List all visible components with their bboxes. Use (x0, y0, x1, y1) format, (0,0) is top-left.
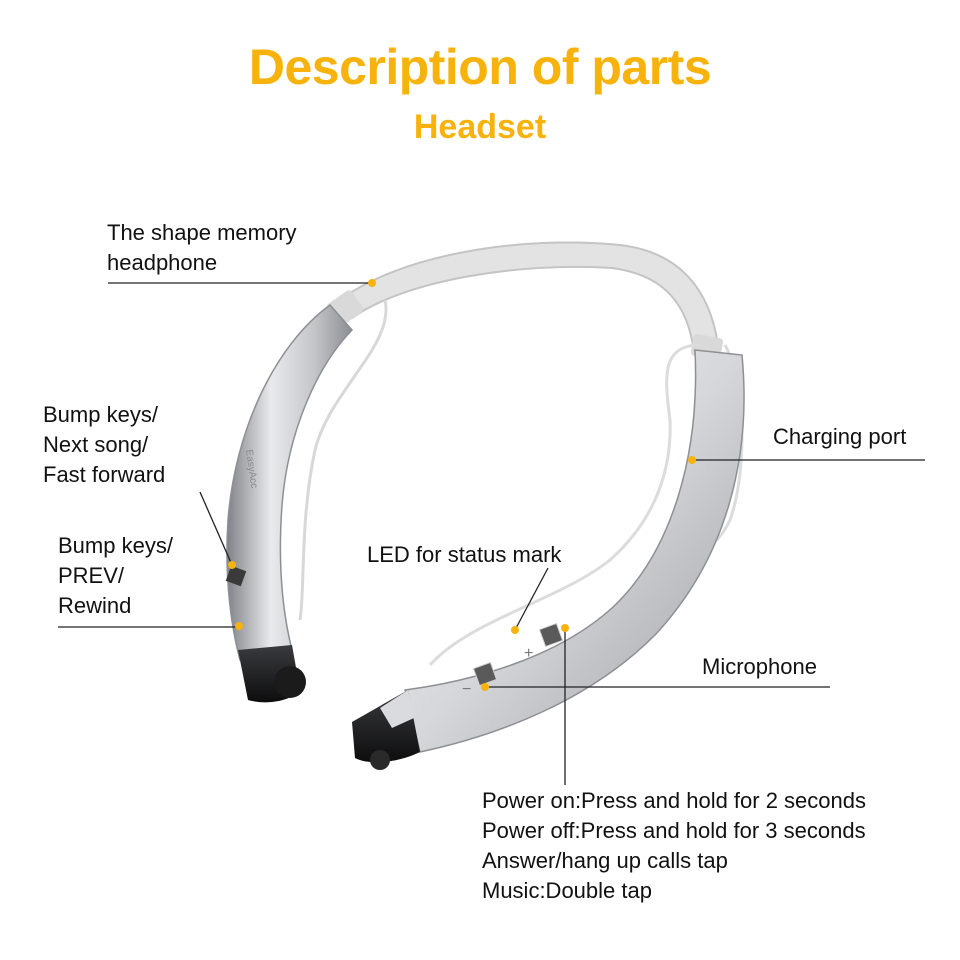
label-line: Bump keys/ (58, 533, 173, 558)
right-cable (428, 343, 701, 666)
volume-down-key (472, 661, 498, 687)
label-line: The shape memory (107, 220, 297, 245)
label-charging: Charging port (773, 424, 907, 449)
right-arm-tip-silver (380, 690, 414, 728)
callout-lines (58, 282, 925, 785)
label-bump-next: Bump keys/ Next song/ Fast forward (43, 400, 165, 490)
dot-power (561, 624, 569, 632)
label-microphone: Microphone (702, 654, 817, 679)
volume-up-key (538, 622, 564, 648)
left-cable (298, 299, 388, 621)
callout-line-led (514, 567, 549, 631)
label-line: Rewind (58, 593, 132, 618)
dot-charging (688, 456, 696, 464)
right-earbud (370, 750, 390, 770)
label-bump-prev: Bump keys/ PREV/ Rewind (58, 531, 173, 621)
label-line: PREV/ (58, 563, 125, 588)
left-earbud-arm (226, 303, 354, 661)
instruction-line: Power on:Press and hold for 2 seconds (482, 788, 867, 813)
callout-line-bump-next (199, 491, 233, 566)
dot-bump-next (228, 561, 236, 569)
left-bump-key (225, 565, 247, 587)
label-shape-memory: The shape memory headphone (107, 218, 297, 278)
label-line: headphone (107, 250, 218, 275)
minus-symbol: − (462, 681, 471, 698)
instruction-line: Power off:Press and hold for 3 seconds (482, 818, 866, 843)
label-power-instructions: Power on:Press and hold for 2 seconds Po… (482, 786, 866, 906)
callout-dots (228, 279, 696, 691)
neck-band (338, 241, 720, 354)
label-led: LED for status mark (367, 542, 562, 567)
dot-led (511, 626, 519, 634)
left-earbud (274, 666, 306, 698)
brand-text: EasyAcc (243, 449, 259, 489)
instruction-line: Answer/hang up calls tap (482, 848, 728, 873)
label-line: Bump keys/ (43, 402, 158, 427)
right-earbud-arm (404, 349, 745, 753)
page-title: Description of parts (248, 39, 712, 95)
label-line: Fast forward (43, 462, 166, 487)
page-subtitle: Headset (413, 108, 547, 146)
dot-bump-prev (235, 622, 243, 630)
label-line: Next song/ (43, 432, 149, 457)
plus-symbol: + (524, 645, 533, 662)
dot-shape-memory (368, 279, 376, 287)
instruction-line: Music:Double tap (482, 878, 652, 903)
dot-microphone (481, 683, 489, 691)
